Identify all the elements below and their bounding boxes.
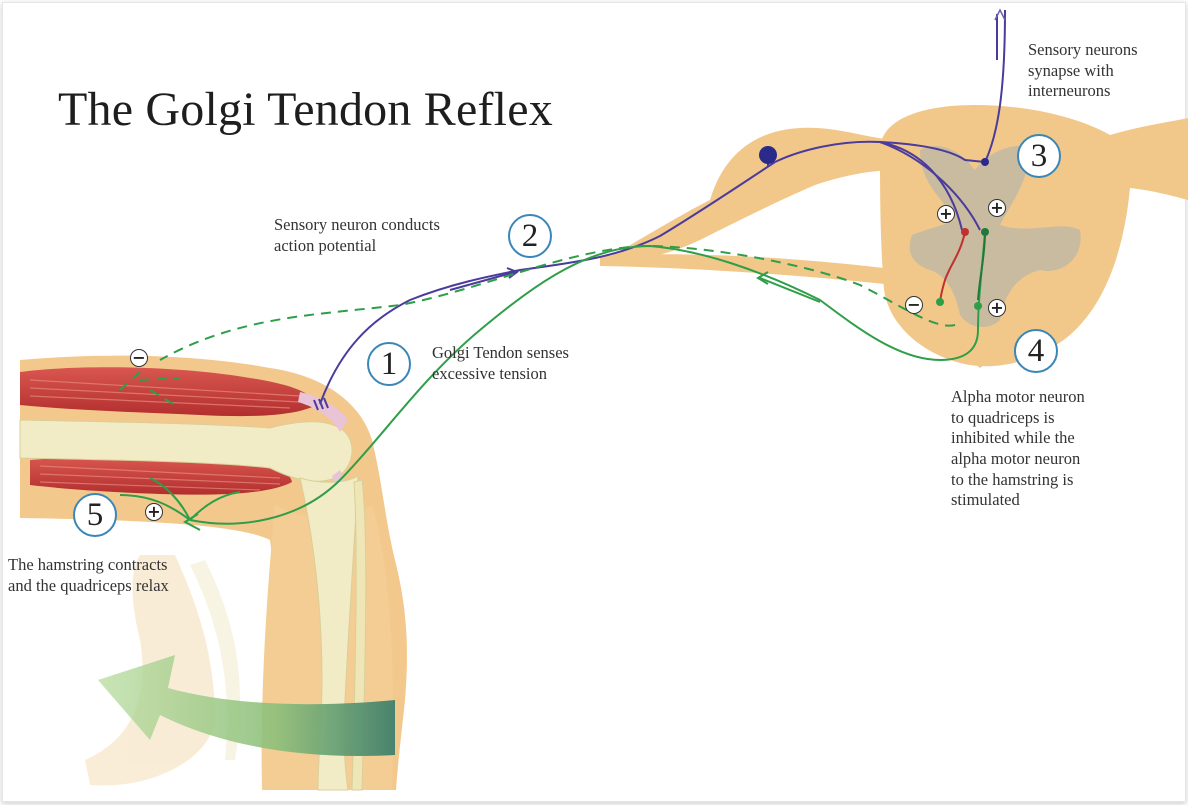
synapse-dot (981, 158, 989, 166)
step-badge-2: 2 (508, 214, 552, 258)
plus-sign-cord-left: + (937, 205, 955, 223)
step-4-text: Alpha motor neuron to quadriceps is inhi… (951, 387, 1085, 511)
step-1-text: Golgi Tendon senses excessive tension (432, 343, 569, 384)
minus-sign-cord: − (905, 296, 923, 314)
page-title: The Golgi Tendon Reflex (58, 80, 553, 140)
step-badge-3: 3 (1017, 134, 1061, 178)
step-5-text: The hamstring contracts and the quadrice… (8, 555, 169, 596)
motor-direction-arrow (760, 278, 820, 302)
plus-sign-cord-right: + (988, 199, 1006, 217)
step-badge-1: 1 (367, 342, 411, 386)
step-badge-4: 4 (1014, 329, 1058, 373)
plus-sign-hamstring: + (145, 503, 163, 521)
step-3-text: Sensory neurons synapse with interneuron… (1028, 40, 1138, 102)
minus-sign-quadriceps: − (130, 349, 148, 367)
step-badge-5: 5 (73, 493, 117, 537)
sensory-direction-arrow (450, 272, 515, 290)
sensory-cell-body (759, 146, 777, 164)
step-2-text: Sensory neuron conducts action potential (274, 215, 440, 256)
plus-sign-cord-lower: + (988, 299, 1006, 317)
